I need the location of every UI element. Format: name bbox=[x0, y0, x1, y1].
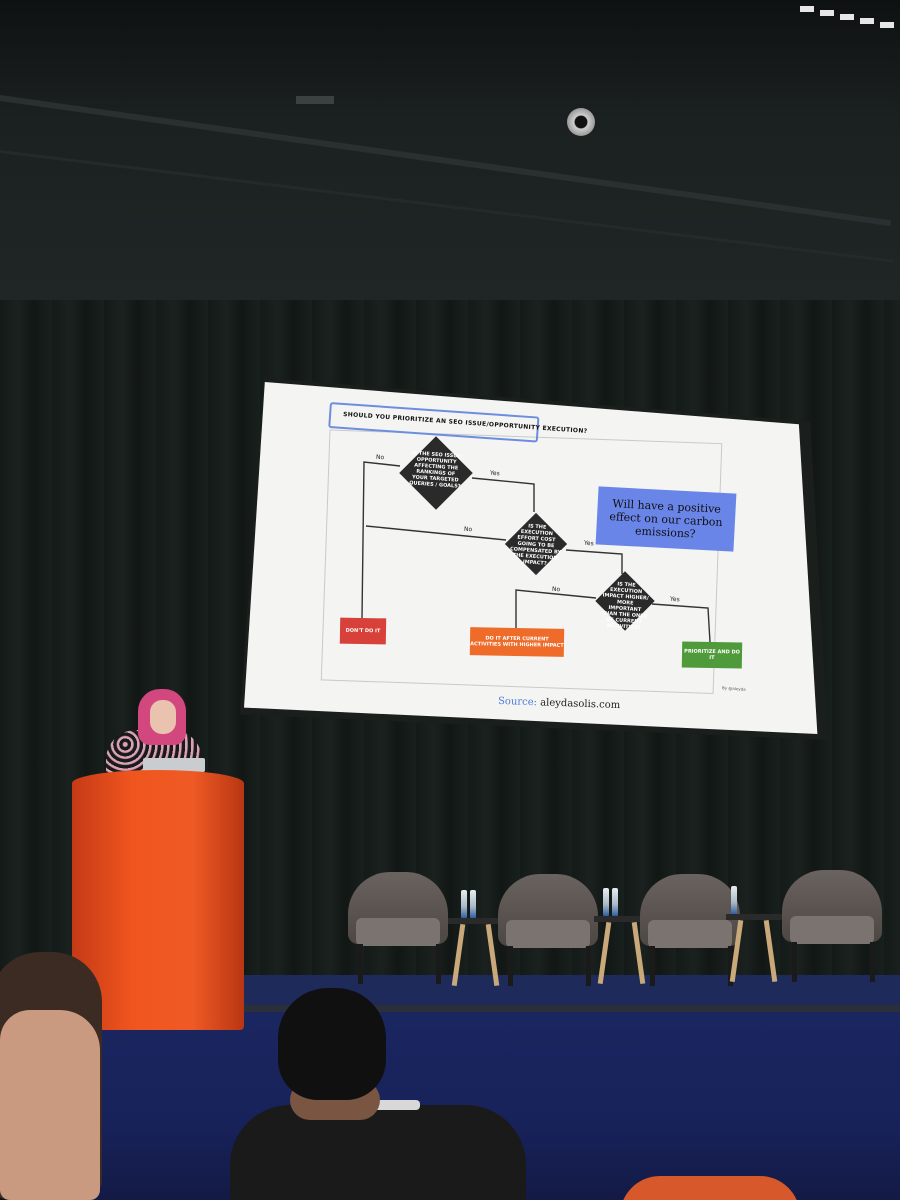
connector-no-2 bbox=[365, 525, 507, 541]
audience-member-left-skin bbox=[0, 1010, 100, 1200]
water-bottle bbox=[470, 890, 476, 918]
side-table-3 bbox=[726, 914, 782, 983]
connector-yes-2 bbox=[565, 549, 623, 574]
ceiling-fixture bbox=[296, 96, 334, 104]
water-bottle bbox=[612, 888, 618, 916]
theatre-ceiling bbox=[0, 0, 900, 300]
label-no-2: No bbox=[463, 525, 473, 534]
side-table-2 bbox=[594, 916, 650, 985]
connector-yes-3 bbox=[651, 603, 711, 643]
flowchart-border bbox=[320, 429, 723, 695]
security-camera-icon bbox=[567, 108, 595, 136]
carbon-emissions-callout: Will have a positive effect on our carbo… bbox=[595, 486, 737, 552]
stage-lights bbox=[790, 0, 900, 40]
speaker-face bbox=[150, 700, 176, 734]
water-bottle bbox=[461, 890, 467, 918]
water-bottle bbox=[731, 886, 737, 914]
outcome-do-it-after: DO IT AFTER CURRENT ACTIVITIES WITH HIGH… bbox=[469, 627, 565, 657]
audience-seat bbox=[620, 1176, 800, 1200]
podium bbox=[72, 770, 244, 1030]
connector-no-1 bbox=[361, 461, 401, 619]
audience-member-head bbox=[278, 988, 386, 1100]
side-table-1 bbox=[448, 918, 504, 987]
outcome-prioritize: PRIORITIZE AND DO IT bbox=[681, 641, 743, 669]
connector-yes-1 bbox=[471, 477, 535, 512]
armchair-1 bbox=[348, 872, 448, 984]
laptop-icon bbox=[143, 758, 205, 772]
connector-no-3 bbox=[515, 589, 597, 628]
armchair-4 bbox=[782, 870, 882, 982]
armchair-3 bbox=[640, 874, 740, 986]
label-yes-2: Yes bbox=[583, 539, 594, 548]
decision-question-2: IS THE EXECUTION EFFORT COST GOING TO BE… bbox=[509, 523, 562, 567]
outcome-dont-do-it: DON'T DO IT bbox=[339, 617, 387, 645]
decision-question-3: IS THE EXECUTION IMPACT HIGHER/ MORE IMP… bbox=[601, 581, 649, 632]
label-no-3: No bbox=[551, 585, 561, 594]
decision-question-1: IS THE SEO ISSUE/ OPPORTUNITY AFFECTING … bbox=[409, 450, 463, 490]
audience-member-shoulders bbox=[230, 1105, 526, 1200]
source-label: Source: bbox=[497, 695, 538, 709]
water-bottle bbox=[603, 888, 609, 916]
label-yes-1: Yes bbox=[489, 469, 500, 478]
label-no-1: No bbox=[375, 453, 385, 462]
stage-edge bbox=[90, 1005, 900, 1013]
label-yes-3: Yes bbox=[669, 595, 680, 604]
armchair-2 bbox=[498, 874, 598, 986]
